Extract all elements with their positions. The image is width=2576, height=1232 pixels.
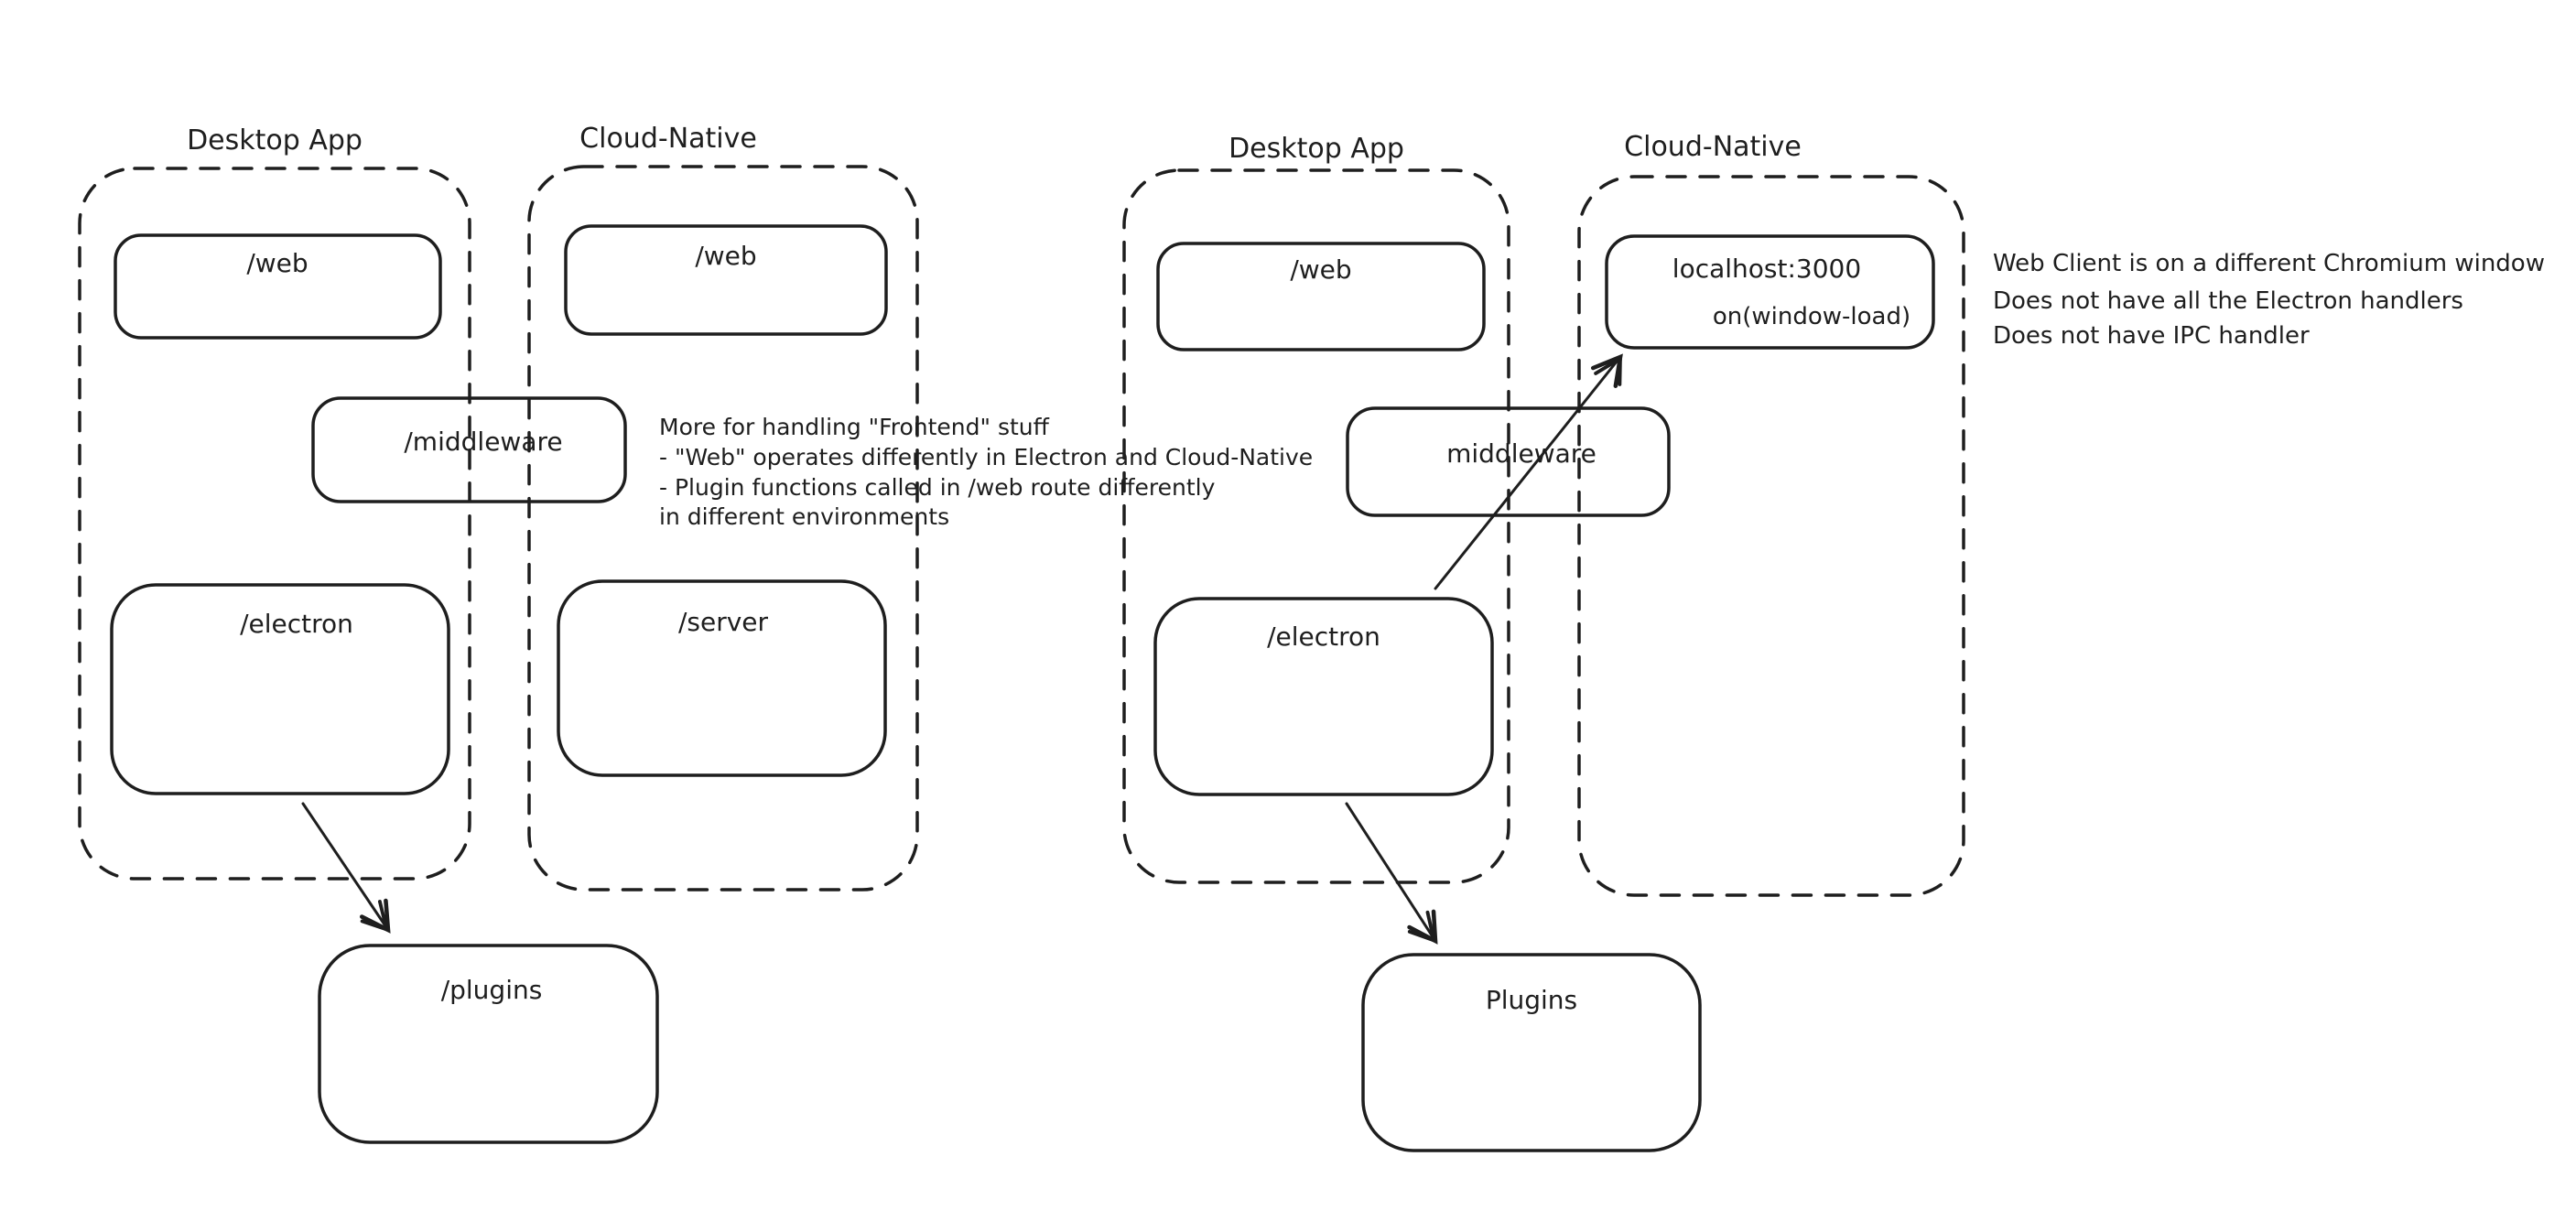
right-middleware-box[interactable] bbox=[1346, 406, 1671, 517]
right-localhost-box[interactable] bbox=[1605, 234, 1935, 350]
left-electron-box[interactable] bbox=[110, 583, 450, 795]
left-cloud-title[interactable]: Cloud-Native bbox=[579, 123, 757, 155]
right-desktop-container[interactable] bbox=[1122, 168, 1510, 884]
left-desktop-title[interactable]: Desktop App bbox=[187, 124, 363, 157]
right-electron-box[interactable] bbox=[1153, 597, 1494, 796]
green-note-line-4: in different environments bbox=[659, 503, 949, 530]
red-note-line-1: Web Client is on a different Chromium wi… bbox=[1993, 250, 2545, 277]
right-plugins-box[interactable] bbox=[1361, 953, 1702, 1152]
left-plugins-label: /plugins bbox=[441, 975, 543, 1005]
right-cloud-container[interactable] bbox=[1577, 175, 1965, 897]
left-web-desktop-label: /web bbox=[246, 248, 308, 278]
right-electron-label: /electron bbox=[1267, 621, 1380, 652]
left-web-cloud-box[interactable] bbox=[564, 224, 888, 336]
right-middleware-label: middleware bbox=[1446, 438, 1596, 469]
red-note-line-2: Does not have all the Electron handlers bbox=[1993, 287, 2463, 315]
left-electron-to-plugins-arrow[interactable] bbox=[301, 802, 391, 934]
red-note[interactable]: Web Client is on a different Chromium wi… bbox=[1993, 250, 2545, 350]
left-plugins-box[interactable] bbox=[318, 944, 659, 1144]
right-electron-to-plugins-arrow[interactable] bbox=[1345, 802, 1438, 945]
right-web-label: /web bbox=[1290, 254, 1351, 285]
right-desktop-title[interactable]: Desktop App bbox=[1228, 133, 1404, 165]
green-note-line-1: More for handling "Frontend" stuff bbox=[659, 414, 1050, 440]
right-plugins-label: Plugins bbox=[1486, 985, 1577, 1015]
left-server-label: /server bbox=[678, 607, 769, 637]
right-electron-to-localhost-arrow[interactable] bbox=[1434, 353, 1623, 590]
right-cloud-title[interactable]: Cloud-Native bbox=[1624, 131, 1802, 163]
green-note-line-3: - Plugin functions called in /web route … bbox=[659, 474, 1216, 501]
left-cloud-container[interactable] bbox=[527, 165, 919, 892]
green-note[interactable]: More for handling "Frontend" stuff - "We… bbox=[659, 414, 1313, 530]
left-web-cloud-label: /web bbox=[695, 241, 756, 271]
left-desktop-container[interactable] bbox=[78, 167, 471, 881]
right-web-box[interactable] bbox=[1156, 242, 1486, 351]
right-window-load-label: on(window-load) bbox=[1713, 303, 1910, 330]
left-diagram: Desktop App Cloud-Native /web /web /midd… bbox=[78, 123, 919, 1144]
red-note-line-3: Does not have IPC handler bbox=[1993, 322, 2310, 350]
left-middleware-label: /middleware bbox=[404, 427, 562, 457]
left-web-desktop-box[interactable] bbox=[114, 233, 442, 340]
green-note-line-2: - "Web" operates differently in Electron… bbox=[659, 444, 1313, 470]
right-localhost-label: localhost:3000 bbox=[1672, 254, 1861, 284]
left-server-box[interactable] bbox=[557, 579, 887, 777]
left-electron-label: /electron bbox=[240, 609, 353, 639]
right-diagram: Desktop App Cloud-Native /web localhost:… bbox=[1122, 131, 1965, 1152]
left-middleware-box[interactable] bbox=[311, 396, 627, 503]
